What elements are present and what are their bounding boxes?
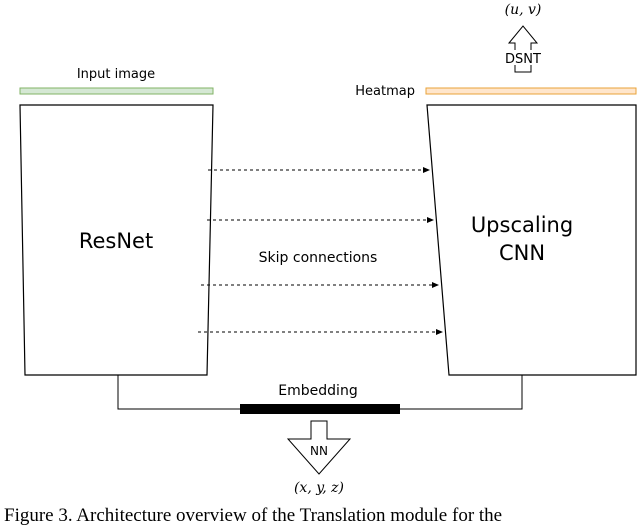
skip-connections-label: Skip connections <box>259 250 378 266</box>
uv-output-label: (u, v) <box>505 2 542 18</box>
resnet-label: ResNet <box>79 229 153 253</box>
heatmap-bar <box>425 87 637 95</box>
dsnt-label-bg <box>502 50 544 65</box>
upscaling-cnn-label-line1: Upscaling <box>471 213 573 237</box>
embedding-label: Embedding <box>278 383 357 399</box>
upscaling-cnn-block <box>426 104 637 376</box>
nn-arrow <box>286 420 352 475</box>
figure-caption: Figure 3. Architecture overview of the T… <box>4 505 503 526</box>
resnet-encoder-block <box>19 104 214 376</box>
embedding-bar <box>240 404 400 414</box>
input-image-label: Input image <box>77 67 155 82</box>
input-image-bar <box>19 87 214 95</box>
encoder-to-embedding-line <box>117 375 240 410</box>
upscaling-cnn-label-line2: CNN <box>499 241 545 265</box>
xyz-output-label: (x, y, z) <box>294 480 344 496</box>
dsnt-label: DSNT <box>505 52 541 67</box>
heatmap-label: Heatmap <box>355 84 415 99</box>
embedding-to-decoder-line <box>400 375 523 410</box>
nn-label: NN <box>310 444 328 458</box>
